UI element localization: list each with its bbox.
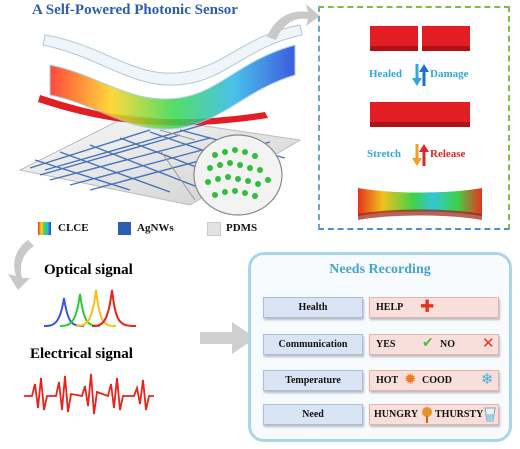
sensor-illustration (18, 24, 303, 216)
legend-swatch-pdms (207, 222, 221, 236)
value-thursty: THURSTY (435, 409, 484, 420)
category-need: Need (263, 404, 363, 425)
value-hungry: HUNGRY (374, 409, 419, 420)
legend-label-agnws: AgNWs (137, 222, 174, 234)
snowflake-icon: ❄ (481, 370, 494, 388)
needs-recording-title: Needs Recording (329, 262, 431, 277)
label-damage: Damage (430, 68, 469, 80)
category-communication: Communication (263, 334, 363, 355)
label-stretch: Stretch (367, 148, 402, 160)
optical-signal-plot (44, 289, 137, 327)
legend-swatch-clce (38, 222, 51, 235)
food-icon (422, 407, 432, 423)
legend-label-pdms: PDMS (226, 222, 258, 234)
check-icon: ✔ (422, 335, 434, 351)
category-health: Health (263, 297, 363, 318)
value-yes: YES (376, 339, 396, 350)
curved-arrow-down (8, 240, 34, 290)
arrow-right (200, 322, 256, 354)
category-need-label: Need (302, 409, 324, 420)
legend-swatch-agnws (118, 222, 131, 235)
category-communication-label: Communication (278, 339, 348, 350)
healing-panel (318, 6, 510, 230)
plus-icon: ✚ (420, 297, 435, 317)
value-box-health: HELP ✚ (369, 297, 499, 318)
cup-icon (484, 407, 496, 422)
electrical-signal-plot (24, 373, 154, 415)
optical-signal-title: Optical signal (44, 262, 133, 278)
value-no: NO (440, 339, 455, 350)
category-temperature: Temperature (263, 370, 363, 391)
value-cood: COOD (422, 375, 452, 386)
value-box-temperature: HOT ✹ COOD ❄ (369, 370, 499, 391)
value-hot: HOT (376, 375, 399, 386)
sun-icon: ✹ (404, 370, 417, 388)
figure-title: A Self-Powered Photonic Sensor (32, 2, 238, 18)
electrical-signal-title: Electrical signal (30, 346, 133, 362)
healing-illustration (358, 26, 482, 220)
category-temperature-label: Temperature (285, 375, 341, 386)
value-box-communication: YES ✔ NO ✕ (369, 334, 499, 355)
value-box-need: HUNGRY THURSTY (369, 404, 499, 425)
category-health-label: Health (298, 302, 328, 313)
cross-icon: ✕ (482, 334, 495, 352)
value-help: HELP (376, 302, 404, 313)
label-release: Release (430, 148, 466, 160)
curved-arrow-top (267, 4, 320, 40)
legend-label-clce: CLCE (58, 222, 89, 234)
label-healed: Healed (369, 68, 402, 80)
